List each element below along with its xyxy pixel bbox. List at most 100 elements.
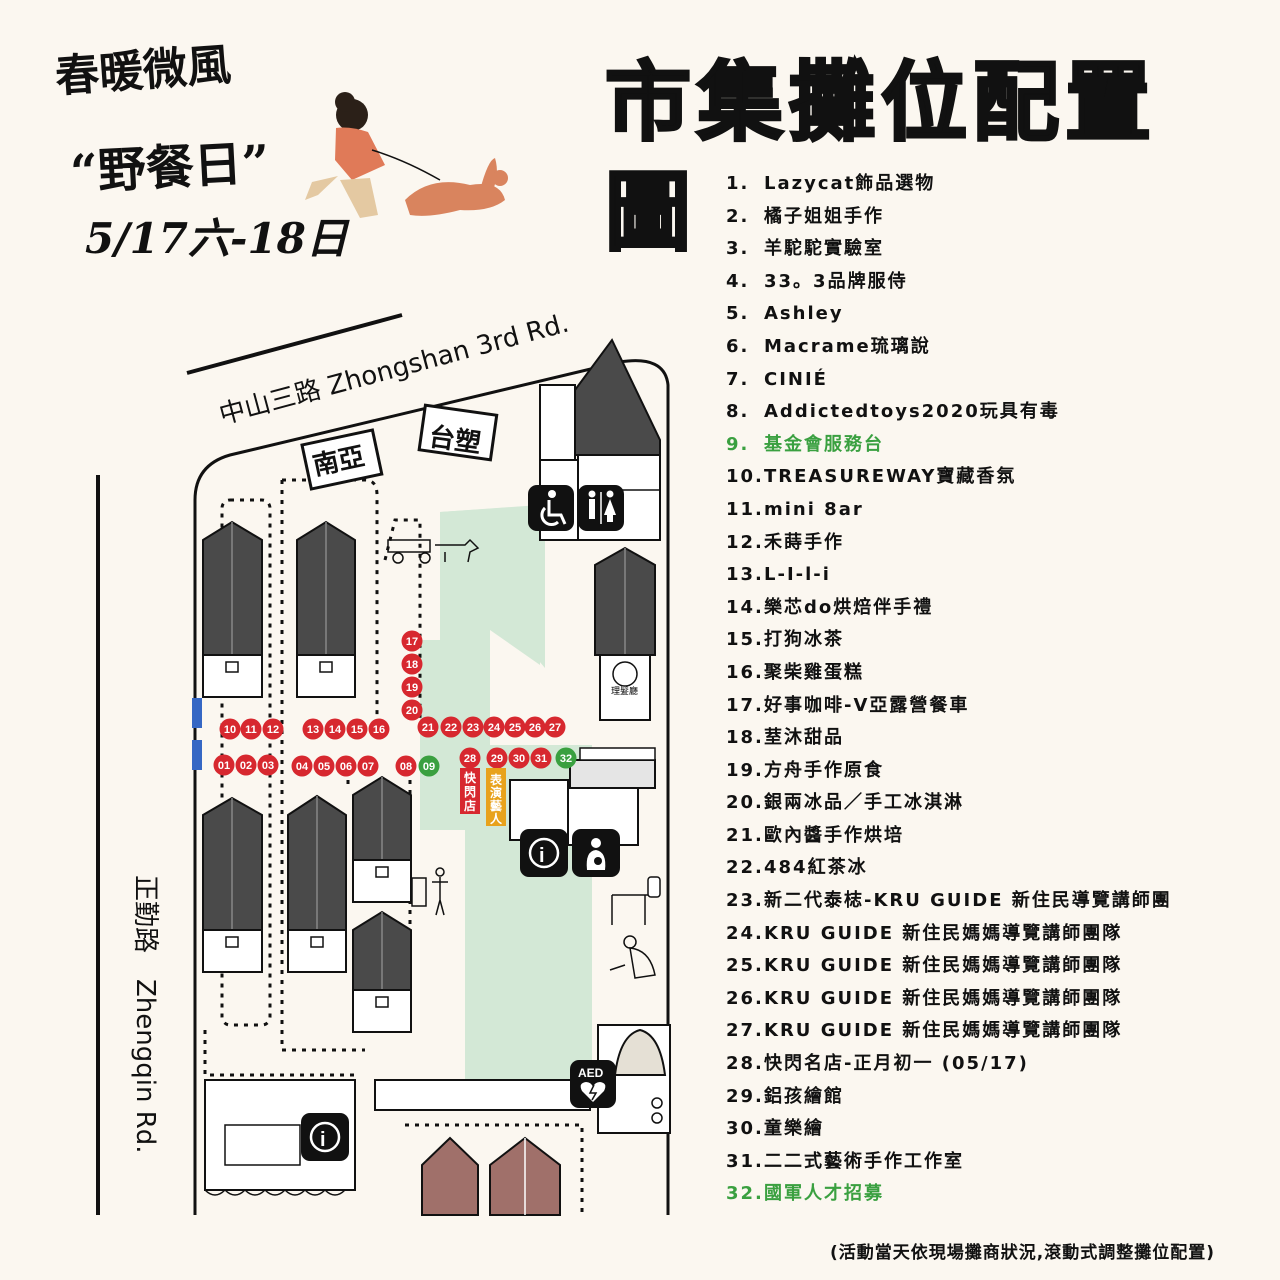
stall-circle[interactable] [302,718,324,740]
legend-item: 31.二二式藝術手作工作室 [726,1146,1172,1179]
legend-item-label: 童樂繪 [764,1118,824,1140]
stall-06[interactable]: 06 [335,755,357,777]
stall-circle[interactable] [401,653,423,675]
disclaimer: (活動當天依現場攤商狀況,滾動式調整攤位配置) [830,1243,1215,1263]
blue-marker [192,740,202,770]
wheelchair-icon[interactable] [528,485,574,531]
legend-item-number: 10. [726,466,764,488]
legend-item: 30.童樂繪 [726,1113,1172,1146]
legend-item: 9.基金會服務台 [726,429,1172,462]
stall-11[interactable]: 11 [240,718,262,740]
stall-circle[interactable] [459,747,481,769]
stall-circle[interactable] [524,716,546,738]
stall-03[interactable]: 03 [257,754,279,776]
bottom-brown-buildings [421,1136,561,1216]
legend-item-number: 24. [726,922,764,944]
stall-circle[interactable] [486,747,508,769]
legend-item-number: 18. [726,727,764,749]
stall-28[interactable]: 28 [459,747,481,769]
stall-number: 06 [340,761,352,773]
stall-circle[interactable] [417,716,439,738]
stall-01[interactable]: 01 [213,754,235,776]
stall-09[interactable]: 09 [418,755,440,777]
stall-20[interactable]: 20 [401,699,423,721]
stall-27[interactable]: 27 [544,716,566,738]
stall-circle[interactable] [219,718,241,740]
stall-07[interactable]: 07 [357,755,379,777]
stall-14[interactable]: 14 [324,718,346,740]
stall-circle[interactable] [462,716,484,738]
legend-item-number: 17. [726,694,764,716]
performer-text: 表演藝人 [489,772,503,826]
stall-circle[interactable] [440,716,462,738]
stall-circle[interactable] [213,754,235,776]
stall-circle[interactable] [530,747,552,769]
aed-icon[interactable]: AED [570,1060,616,1108]
legend-item-label: KRU GUIDE 新住民媽媽導覽講師團隊 [764,955,1123,977]
stall-circle[interactable] [418,755,440,777]
stall-31[interactable]: 31 [530,747,552,769]
stall-circle[interactable] [544,716,566,738]
stall-circle[interactable] [504,716,526,738]
stall-25[interactable]: 25 [504,716,526,738]
stall-04[interactable]: 04 [291,755,313,777]
house [352,910,412,1033]
info-icon[interactable]: i [520,829,568,877]
house [352,775,412,903]
stall-circle[interactable] [401,676,423,698]
stall-circle[interactable] [401,630,423,652]
stall-16[interactable]: 16 [368,718,390,740]
stall-15[interactable]: 15 [346,718,368,740]
legend-item-number: 1. [726,173,750,194]
info-icon[interactable]: i [301,1113,349,1161]
stall-circle[interactable] [262,718,284,740]
stall-circle[interactable] [357,755,379,777]
sign-nanya: 南亞 [300,428,384,491]
stall-30[interactable]: 30 [508,747,530,769]
stall-circle[interactable] [335,755,357,777]
stall-circle[interactable] [368,718,390,740]
event-dates: 5/17六-18日 [85,214,348,263]
stall-26[interactable]: 26 [524,716,546,738]
legend-item-number: 21. [726,824,764,846]
restroom-icon[interactable] [578,485,624,531]
legend-item-label: 國軍人才招募 [764,1183,884,1205]
legend-item-number: 23. [726,890,764,912]
stall-circle[interactable] [240,718,262,740]
stall-circle[interactable] [401,699,423,721]
legend-item-label: 方舟手作原食 [764,759,884,781]
stall-19[interactable]: 19 [401,676,423,698]
stall-17[interactable]: 17 [401,630,423,652]
stall-13[interactable]: 13 [302,718,324,740]
stall-circle[interactable] [346,718,368,740]
stall-22[interactable]: 22 [440,716,462,738]
stall-32[interactable]: 32 [555,747,577,769]
stall-circle[interactable] [508,747,530,769]
legend-item-number: 5. [726,303,750,325]
stall-circle[interactable] [395,755,417,777]
stall-08[interactable]: 08 [395,755,417,777]
stall-05[interactable]: 05 [313,755,335,777]
stall-circle[interactable] [313,755,335,777]
legend-item: 7.CINIÉ [726,364,1172,397]
stall-24[interactable]: 24 [483,716,505,738]
stall-circle[interactable] [483,716,505,738]
house [296,520,356,698]
stall-circle[interactable] [324,718,346,740]
nursing-room-icon[interactable] [572,829,620,877]
stall-circle[interactable] [555,747,577,769]
stall-12[interactable]: 12 [262,718,284,740]
stall-21[interactable]: 21 [417,716,439,738]
legend-item: 14.樂芯do烘焙伴手禮 [726,592,1172,625]
legend-item: 2.橘子姐姐手作 [726,201,1172,234]
stall-circle[interactable] [235,754,257,776]
stall-02[interactable]: 02 [235,754,257,776]
stall-18[interactable]: 18 [401,653,423,675]
stall-29[interactable]: 29 [486,747,508,769]
stall-23[interactable]: 23 [462,716,484,738]
stall-circle[interactable] [257,754,279,776]
legend-item-label: 新二代泰梽-KRU GUIDE 新住民導覽講師團 [764,890,1172,912]
legend-item-number: 20. [726,792,764,814]
stall-10[interactable]: 10 [219,718,241,740]
stall-circle[interactable] [291,755,313,777]
